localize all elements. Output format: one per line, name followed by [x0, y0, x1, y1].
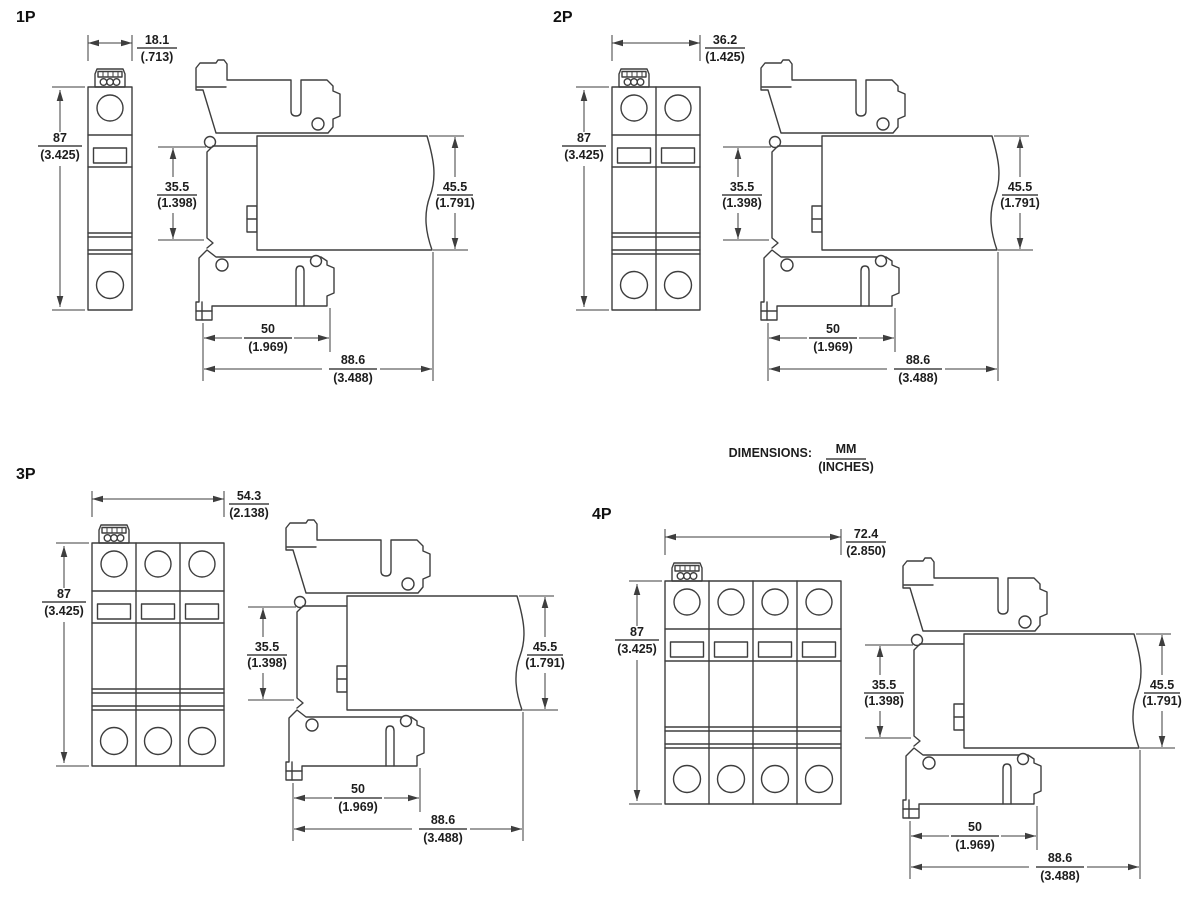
svg-text:45.5: 45.5 [1150, 678, 1174, 692]
side-view-1p [158, 60, 468, 381]
svg-text:45.5: 45.5 [533, 640, 557, 654]
svg-text:(1.791): (1.791) [1000, 196, 1040, 210]
svg-text:36.2: 36.2 [713, 33, 737, 47]
dim-rail-height-4p: 35.5 (1.398) [864, 678, 904, 708]
svg-text:(1.791): (1.791) [435, 196, 475, 210]
svg-text:18.1: 18.1 [145, 33, 169, 47]
units-note-inches: (INCHES) [818, 460, 874, 474]
svg-text:88.6: 88.6 [431, 813, 455, 827]
dim-width-1p: 18.1 (.713) [137, 33, 177, 64]
dim-height-2p: 87 (3.425) [562, 131, 606, 162]
svg-text:(3.488): (3.488) [1040, 869, 1080, 883]
svg-text:45.5: 45.5 [443, 180, 467, 194]
dim-rail-depth-4p: 50 (1.969) [951, 820, 999, 852]
svg-text:35.5: 35.5 [255, 640, 279, 654]
svg-text:87: 87 [57, 587, 71, 601]
svg-text:(3.425): (3.425) [40, 148, 80, 162]
dim-width-2p: 36.2 (1.425) [705, 33, 745, 64]
dim-width-3p: 54.3 (2.138) [229, 489, 269, 520]
svg-text:(3.425): (3.425) [617, 642, 657, 656]
section-title-3p: 3P [16, 466, 36, 483]
svg-text:(3.488): (3.488) [333, 371, 373, 385]
front-view-4p [629, 529, 841, 804]
svg-text:88.6: 88.6 [906, 353, 930, 367]
front-view-1p [52, 35, 132, 310]
svg-text:(1.969): (1.969) [248, 340, 288, 354]
svg-text:50: 50 [261, 322, 275, 336]
svg-text:(1.425): (1.425) [705, 50, 745, 64]
units-note-mm: MM [836, 442, 857, 456]
svg-text:87: 87 [630, 625, 644, 639]
svg-text:87: 87 [53, 131, 67, 145]
side-view-4p [865, 558, 1175, 879]
side-view-2p [723, 60, 1033, 381]
svg-text:(3.425): (3.425) [564, 148, 604, 162]
svg-text:88.6: 88.6 [341, 353, 365, 367]
dim-overall-depth-1p: 88.6 (3.488) [329, 353, 377, 385]
units-note-label: DIMENSIONS: [729, 446, 812, 460]
svg-text:(1.398): (1.398) [864, 694, 904, 708]
svg-text:35.5: 35.5 [165, 180, 189, 194]
svg-text:54.3: 54.3 [237, 489, 261, 503]
svg-text:(1.969): (1.969) [338, 800, 378, 814]
section-title-4p: 4P [592, 506, 612, 523]
svg-text:88.6: 88.6 [1048, 851, 1072, 865]
dim-overall-depth-3p: 88.6 (3.488) [419, 813, 467, 845]
dim-rail-depth-2p: 50 (1.969) [809, 322, 857, 354]
dim-width-4p: 72.4 (2.850) [846, 527, 886, 558]
svg-text:(3.488): (3.488) [898, 371, 938, 385]
dim-overall-depth-4p: 88.6 (3.488) [1036, 851, 1084, 883]
svg-text:72.4: 72.4 [854, 527, 878, 541]
section-title-2p: 2P [553, 9, 573, 26]
svg-text:87: 87 [577, 131, 591, 145]
dim-body-height-2p: 45.5 (1.791) [1000, 180, 1040, 210]
svg-text:(1.398): (1.398) [157, 196, 197, 210]
dim-rail-height-1p: 35.5 (1.398) [157, 180, 197, 210]
section-title-1p: 1P [16, 9, 36, 26]
section-2p: 2P 36.2 (1.425) 87 (3.425) 35.5 (1.398) … [553, 9, 1040, 385]
svg-text:50: 50 [968, 820, 982, 834]
svg-text:(1.791): (1.791) [1142, 694, 1182, 708]
dim-rail-depth-3p: 50 (1.969) [334, 782, 382, 814]
dim-rail-height-3p: 35.5 (1.398) [247, 640, 287, 670]
svg-text:(1.969): (1.969) [955, 838, 995, 852]
svg-text:50: 50 [351, 782, 365, 796]
units-note: DIMENSIONS: MM (INCHES) [729, 442, 874, 474]
svg-text:50: 50 [826, 322, 840, 336]
dim-body-height-1p: 45.5 (1.791) [435, 180, 475, 210]
side-view-3p [248, 520, 558, 841]
dim-height-1p: 87 (3.425) [38, 131, 82, 162]
dim-body-height-4p: 45.5 (1.791) [1142, 678, 1182, 708]
svg-text:35.5: 35.5 [730, 180, 754, 194]
svg-text:(1.969): (1.969) [813, 340, 853, 354]
dim-body-height-3p: 45.5 (1.791) [525, 640, 565, 670]
front-view-3p [56, 491, 224, 766]
section-3p: 3P 54.3 (2.138) 87 (3.425) 35.5 (1.398) … [16, 466, 565, 845]
svg-text:(1.398): (1.398) [247, 656, 287, 670]
svg-text:(1.398): (1.398) [722, 196, 762, 210]
svg-text:(2.850): (2.850) [846, 544, 886, 558]
dim-height-4p: 87 (3.425) [615, 625, 659, 656]
svg-text:(2.138): (2.138) [229, 506, 269, 520]
dim-overall-depth-2p: 88.6 (3.488) [894, 353, 942, 385]
section-4p: 4P 72.4 (2.850) 87 (3.425) 35.5 (1.398) … [592, 506, 1182, 883]
front-view-2p [576, 35, 700, 310]
svg-text:(1.791): (1.791) [525, 656, 565, 670]
svg-text:45.5: 45.5 [1008, 180, 1032, 194]
section-1p: 1P 18.1 (.713) 87 (3.425) 35.5 (1.398) 4… [16, 9, 475, 385]
dim-height-3p: 87 (3.425) [42, 587, 86, 618]
dim-rail-depth-1p: 50 (1.969) [244, 322, 292, 354]
svg-text:(.713): (.713) [141, 50, 174, 64]
svg-text:(3.488): (3.488) [423, 831, 463, 845]
svg-text:35.5: 35.5 [872, 678, 896, 692]
dim-rail-height-2p: 35.5 (1.398) [722, 180, 762, 210]
svg-text:(3.425): (3.425) [44, 604, 84, 618]
